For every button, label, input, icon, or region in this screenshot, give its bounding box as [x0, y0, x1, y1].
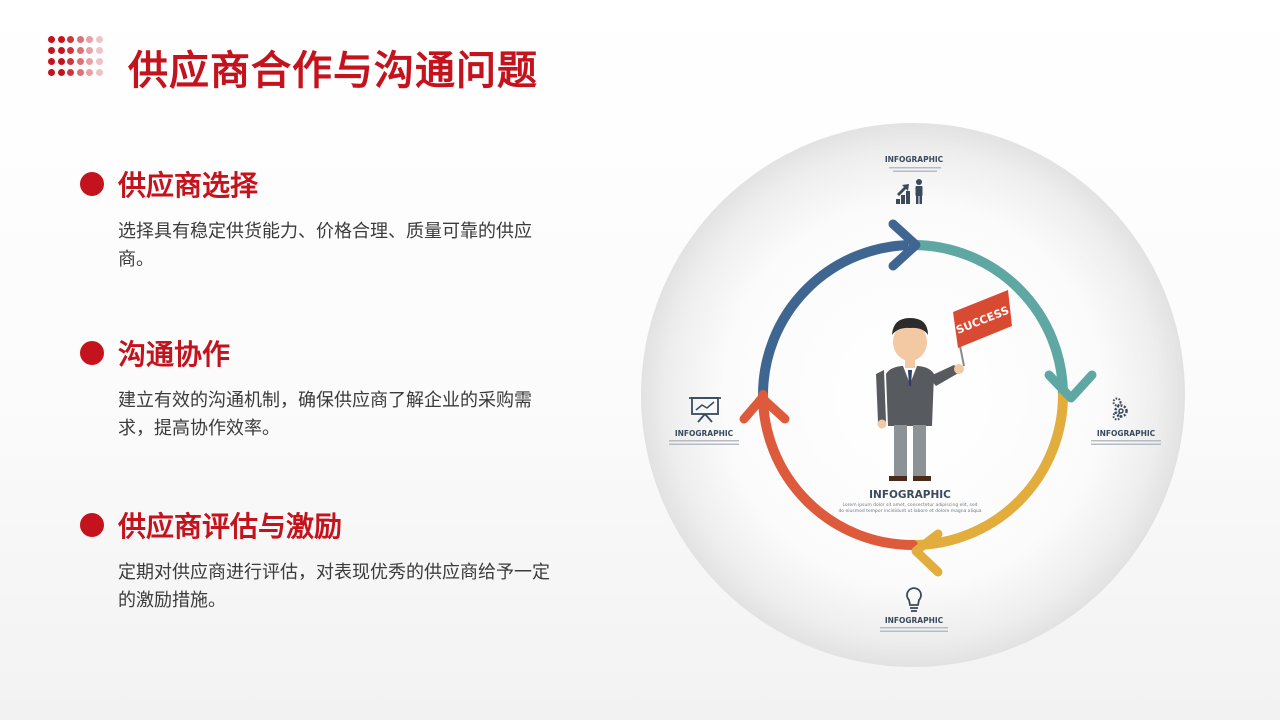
section-description: 定期对供应商进行评估，对表现优秀的供应商给予一定的激励措施。 — [118, 562, 550, 611]
section-supplier-selection: 供应商选择 选择具有稳定供货能力、价格合理、质量可靠的供应商。 — [80, 164, 580, 274]
decorative-dot — [86, 69, 93, 76]
node-left-label: INFOGRAPHIC — [675, 429, 734, 438]
decorative-dot — [57, 47, 65, 54]
node-top-caption-line — [893, 170, 937, 172]
arc-blue — [758, 240, 918, 400]
node-bottom-caption-line — [880, 630, 948, 632]
section-header: 供应商评估与激励 — [80, 505, 580, 545]
presentation-board-icon — [689, 397, 721, 423]
node-top: INFOGRAPHIC — [885, 155, 944, 204]
arc-teal — [908, 240, 1068, 400]
lightbulb-icon — [906, 587, 922, 612]
decorative-dot — [95, 58, 103, 65]
arrowhead-yellow — [911, 529, 943, 577]
section-title: 沟通协作 — [118, 338, 231, 371]
decorative-dot — [86, 58, 93, 65]
decorative-dot — [57, 69, 65, 76]
gears-icon — [1112, 397, 1128, 421]
bullet-dot — [80, 341, 104, 365]
arrowhead-teal — [1044, 370, 1097, 403]
node-right-caption-line — [1091, 440, 1161, 442]
node-right-caption-line — [1091, 443, 1161, 445]
node-bottom-caption-line — [880, 627, 948, 629]
decorative-dot — [95, 47, 103, 54]
section-title: 供应商评估与激励 — [118, 510, 343, 543]
decorative-dot — [95, 69, 103, 76]
bullet-dot — [80, 172, 104, 196]
page-title: 供应商合作与沟通问题 — [128, 48, 538, 94]
node-top-label: INFOGRAPHIC — [885, 155, 944, 164]
decorative-dot — [76, 47, 84, 54]
section-header: 沟通协作 — [80, 333, 580, 373]
decorative-dot — [48, 58, 55, 65]
node-left-caption-line — [669, 440, 739, 442]
cycle-infographic-svg: INFOGRAPHIC INFOGRAPHIC — [641, 123, 1185, 667]
section-description: 建立有效的沟通机制，确保供应商了解企业的采购需求，提高协作效率。 — [118, 390, 532, 439]
bullet-dot — [80, 513, 104, 537]
arrowhead-red — [739, 393, 790, 424]
node-bottom-label: INFOGRAPHIC — [885, 616, 944, 625]
decorative-dot — [48, 47, 55, 54]
decorative-dot — [48, 36, 55, 43]
section-communication: 沟通协作 建立有效的沟通机制，确保供应商了解企业的采购需求，提高协作效率。 — [80, 333, 580, 443]
section-title: 供应商选择 — [118, 169, 259, 202]
center-caption-line: do eiusmod tempor incididunt ut labore e… — [838, 508, 981, 514]
section-description: 选择具有稳定供货能力、价格合理、质量可靠的供应商。 — [118, 221, 532, 270]
cycle-infographic: INFOGRAPHIC INFOGRAPHIC — [640, 122, 1186, 668]
decorative-dot — [48, 69, 55, 76]
decorative-dot — [67, 47, 74, 54]
decorative-dot — [86, 47, 93, 54]
node-bottom: INFOGRAPHIC — [880, 587, 948, 632]
decorative-dot — [57, 36, 65, 43]
center-label: INFOGRAPHIC — [869, 489, 951, 501]
decorative-dot — [67, 58, 74, 65]
decorative-dot — [67, 69, 74, 76]
center-caption-line: Lorem ipsum dolor sit amet, consectetur … — [843, 502, 978, 508]
node-right-label: INFOGRAPHIC — [1097, 429, 1156, 438]
growth-chart-person-icon — [896, 179, 923, 204]
businessman-figure: SUCCESS — [876, 290, 1012, 481]
node-left: INFOGRAPHIC — [669, 397, 739, 445]
decorative-dot — [76, 58, 84, 65]
arc-red — [758, 390, 918, 550]
section-evaluation: 供应商评估与激励 定期对供应商进行评估，对表现优秀的供应商给予一定的激励措施。 — [80, 505, 580, 615]
decorative-dot — [57, 58, 65, 65]
decorative-dot-grid — [48, 36, 104, 80]
decorative-dot — [95, 36, 103, 43]
node-top-caption-line — [889, 167, 941, 169]
section-header: 供应商选择 — [80, 164, 580, 204]
arrowhead-blue — [888, 219, 921, 271]
node-left-caption-line — [669, 443, 739, 445]
arc-yellow — [908, 390, 1068, 550]
decorative-dot — [86, 36, 93, 43]
decorative-dot — [76, 36, 84, 43]
success-flag — [953, 290, 1012, 348]
decorative-dot — [67, 36, 74, 43]
node-right: INFOGRAPHIC — [1091, 397, 1161, 445]
decorative-dot — [76, 69, 84, 76]
